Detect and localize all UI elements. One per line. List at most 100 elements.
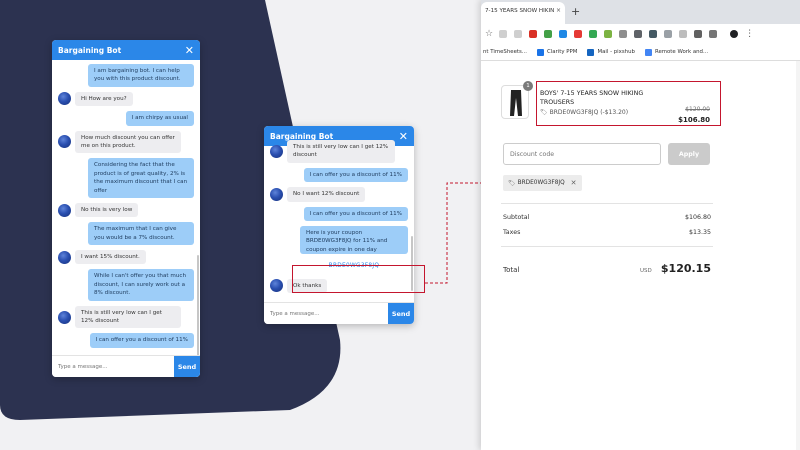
chat-footer: Send [52,355,200,377]
bot-message: The maximum that I can give you would be… [58,222,194,246]
bookmark-favicon-icon [587,48,595,56]
message-input[interactable] [52,363,174,370]
message-bubble: I am bargaining bot. I can help you with… [88,64,194,87]
apply-button[interactable]: Apply [668,143,710,165]
discount-form: Apply [503,143,710,165]
bot-message: I am bargaining bot. I can help you with… [58,64,194,87]
discounted-price: $106.80 [678,116,710,124]
bookmark-item[interactable]: Mail - pixshub [587,48,635,56]
tab-close-icon[interactable]: × [555,7,561,14]
subtotal-row: Subtotal $106.80 [503,214,711,221]
message-bubble: Ok thanks [287,278,328,294]
message-bubble: Considering the fact that the product is… [88,158,194,198]
bookmark-label: Remote Work and... [654,49,709,55]
message-bubble: I want 15% discount. [75,250,146,265]
product-coupon-text: BRDE0WG3F8JQ (-$13.20) [549,109,629,116]
new-tab-icon[interactable]: + [571,5,581,18]
chat-widget-right: Bargaining Bot ✕ This is still very low … [264,126,414,324]
user-message: This is still very low can I get 12% dis… [58,305,194,329]
extension-icon[interactable] [649,30,658,38]
subtotal-value: $106.80 [684,214,711,221]
applied-coupon-chip: 🏷 BRDE0WG3F8JQ ✕ [503,175,582,191]
extension-icon[interactable] [664,30,673,38]
original-price: $120.00 [685,106,710,113]
user-message: Hi How are you? [58,91,194,107]
extension-icon[interactable] [634,30,643,38]
taxes-row: Taxes $13.35 [503,229,711,236]
bookmark-favicon-icon [644,48,652,56]
bookmark-item[interactable]: Clarity PPM [536,48,578,56]
chat-footer: Send [264,302,414,324]
menu-icon[interactable]: ⋮ [745,29,755,39]
extension-icon[interactable] [499,30,508,38]
bookmark-favicon-icon [536,48,544,56]
page-scrollbar[interactable] [796,61,800,450]
send-button[interactable]: Send [174,355,200,377]
remove-coupon-icon[interactable]: ✕ [570,179,577,187]
divider [501,203,713,204]
extension-icon[interactable] [604,30,613,38]
message-bubble: The maximum that I can give you would be… [88,222,194,246]
total-label: Total [503,266,520,274]
bookmarks-bar: nt TimeSheets... Clarity PPM Mail - pixshu… [481,44,800,61]
extension-icon[interactable] [574,30,583,38]
user-avatar [58,203,71,217]
scrollbar[interactable] [197,255,199,375]
user-message: No this is very low [58,202,194,218]
browser-toolbar: ☆ ⋮ [481,24,800,44]
chat-messages[interactable]: This is still very low can I get 12% dis… [264,140,414,302]
extension-icon[interactable] [730,30,739,38]
bookmark-item[interactable]: Remote Work and... [644,48,709,56]
user-avatar [58,250,71,264]
bot-message: While I can't offer you that much discou… [58,269,194,301]
divider [501,246,713,247]
product-coupon: 🏷 BRDE0WG3F8JQ (-$13.20) [540,109,710,116]
taxes-value: $13.35 [688,229,711,236]
message-bubble: No this is very low [75,202,139,218]
extension-icon[interactable] [589,30,598,38]
total-value: $120.15 [660,262,711,275]
product-prices: $120.00 $106.80 [678,106,710,124]
extension-icon[interactable] [559,30,568,38]
browser-tab[interactable]: 7-15 YEARS SNOW HIKIN × [481,2,565,24]
chat-messages[interactable]: I am bargaining bot. I can help you with… [52,60,200,355]
quantity-badge: 1 [523,81,533,91]
user-message: Ok thanks [270,278,408,294]
user-message: No I want 12% discount [270,187,408,202]
message-bubble: This is still very low can I get 12% dis… [75,305,181,329]
extension-icon[interactable] [694,30,703,38]
order-summary: 1 BOYS' 7-15 YEARS SNOW HIKING TROUSERS … [501,80,716,124]
bookmark-label: nt TimeSheets... [483,49,527,55]
bookmark-label: Clarity PPM [546,49,578,55]
extension-icon[interactable] [544,30,553,38]
bookmark-item[interactable]: nt TimeSheets... [483,49,527,55]
message-bubble: I can offer you a discount of 11% [303,167,408,183]
product-thumbnail: 1 [501,81,533,119]
chat-title: Bargaining Bot [270,131,334,141]
total-row: Total USD $120.15 [503,257,711,276]
send-button[interactable]: Send [388,302,414,324]
user-avatar [270,144,283,158]
user-avatar [270,279,283,293]
bookmark-label: Mail - pixshub [597,49,635,55]
message-bubble: No I want 12% discount [287,187,366,202]
close-icon[interactable]: ✕ [184,43,194,57]
user-avatar [58,310,71,324]
extension-icon[interactable] [619,30,628,38]
discount-code-input[interactable] [503,143,661,165]
close-icon[interactable]: ✕ [398,129,408,143]
tag-icon: 🏷 [508,179,516,187]
extension-icon[interactable] [514,30,523,38]
extension-icon[interactable] [709,30,718,38]
message-bubble: Hi How are you? [75,91,133,107]
message-bubble: This is still very low can I get 12% dis… [287,140,395,163]
extension-icon[interactable] [679,30,688,38]
bookmark-star-icon[interactable]: ☆ [485,29,494,39]
message-input[interactable] [264,310,388,317]
subtotal-label: Subtotal [503,214,530,221]
bot-message: I can offer you a discount of 11% [270,167,408,183]
user-avatar [58,92,71,106]
user-avatar [58,135,71,149]
scrollbar[interactable] [411,236,413,291]
extension-icon[interactable] [529,30,538,38]
